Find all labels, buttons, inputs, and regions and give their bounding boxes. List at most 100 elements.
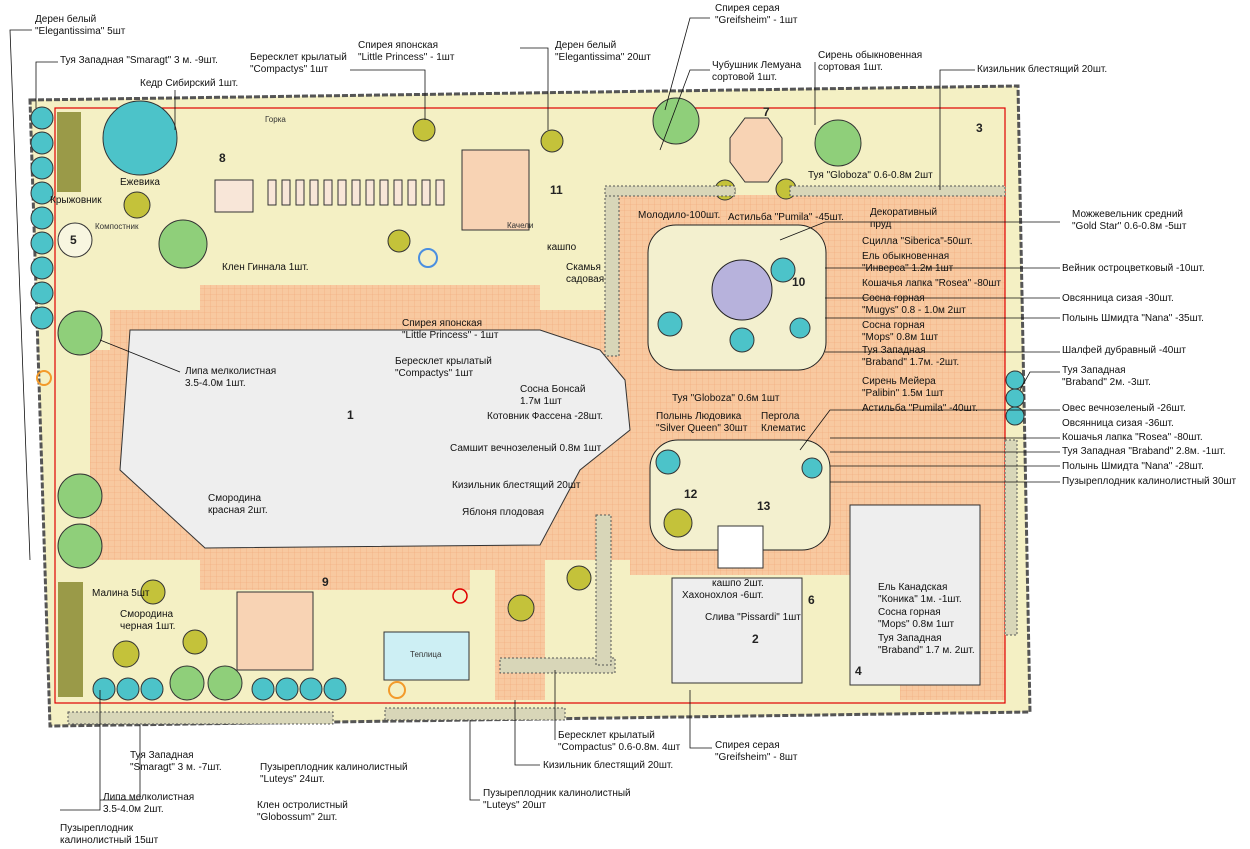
zone-5: 5 <box>70 233 77 247</box>
lawn-area <box>119 329 631 549</box>
fountain <box>418 248 438 268</box>
plant-label: Туя Западная "Braband" 1.7м. -2шт. <box>862 345 960 368</box>
plant-label: Кизильник блестящий 20шт. <box>977 64 1108 75</box>
thuja <box>30 106 54 130</box>
lilac-tree <box>652 97 700 145</box>
plant-label: Туя Западная "Braband" 1.7 м. 2шт. <box>878 633 975 656</box>
zone-8: 8 <box>219 151 226 165</box>
plant-label: Пузыреплодник калинолистный "Luteys" 24ш… <box>260 762 408 785</box>
plant-label: Малина 5шт <box>92 588 150 599</box>
light <box>452 588 468 604</box>
plant-label: Туя Западная "Smaragt" 3 м. -7шт. <box>130 750 222 773</box>
plant-label: Полынь Людовика "Silver Queen" 30шт <box>656 411 748 434</box>
plant-label: Клен Гиннала 1шт. <box>222 262 309 273</box>
gazebo <box>729 117 783 183</box>
light <box>388 681 406 699</box>
plant-label: Туя Западная "Braband" 2.8м. -1шт. <box>1062 446 1226 457</box>
zone-9: 9 <box>322 575 329 589</box>
plant-label: Шалфей дубравный -40шт <box>1062 345 1186 356</box>
swing-label: Качели <box>507 221 534 230</box>
plant-label: Дерен белый "Elegantissima" 20шт <box>555 40 651 63</box>
berry-bed <box>57 112 81 192</box>
planter-label: кашпо <box>547 242 577 253</box>
zone-4: 4 <box>855 664 862 678</box>
shrub <box>182 629 208 655</box>
zone-3: 3 <box>976 121 983 135</box>
light <box>36 370 52 386</box>
maple-tree <box>158 219 208 269</box>
linden-tree <box>57 523 103 569</box>
shrub <box>140 579 166 605</box>
area-4 <box>849 504 981 686</box>
planter-label: кашпо 2шт. <box>712 578 764 589</box>
cedar-tree <box>102 100 178 176</box>
pergola-table <box>717 525 764 569</box>
hedges <box>67 185 1018 725</box>
linden-tree <box>57 473 103 519</box>
pond-label: Декоративный пруд <box>870 207 938 230</box>
linden-tree <box>57 310 103 356</box>
lilac-tree <box>814 119 862 167</box>
plant-label: Ель обыкновенная "Инверса" 1.2м 1шт <box>862 251 954 274</box>
plant-label: Бересклет крылатый "Compactus" 0.6-0.8м.… <box>558 730 681 753</box>
shrub <box>566 565 592 591</box>
zone-1: 1 <box>347 408 354 422</box>
plant-label: Туя Западная "Braband" 2м. -3шт. <box>1062 365 1151 388</box>
stepping-stones <box>214 179 445 213</box>
zone-11: 11 <box>550 183 563 197</box>
plant-label: Липа мелколистная 3.5-4.0м 2шт. <box>103 792 195 815</box>
plant-label: Липа мелколистная 3.5-4.0м 1шт. <box>185 366 277 389</box>
plant-label: Кизильник блестящий 20шт <box>452 480 581 491</box>
zone-7: 7 <box>763 105 770 119</box>
plant-label: Овсянница сизая -36шт. <box>1062 418 1174 429</box>
plant-label: Пузыреплодник калинолистный "Luteys" 20ш… <box>483 788 631 811</box>
plant-label: Молодило-100шт. <box>638 210 721 221</box>
plant-label: Туя Западная "Smaragt" 3 м. -9шт. <box>60 55 218 66</box>
plant-label: Смородина красная 2шт. <box>208 493 268 516</box>
plant-label: Спирея серая "Greifsheim" - 8шт <box>715 740 798 763</box>
plant-label: Клен остролистный "Globossum" 2шт. <box>257 800 348 823</box>
plant-label: Чубушник Лемуана сортовой 1шт. <box>712 60 802 83</box>
plant-label: Сирень Мейера "Palibin" 1.5м 1шт <box>862 376 944 399</box>
plant-label: Котовник Фассена -28шт. <box>487 411 604 422</box>
zone-12: 12 <box>684 487 698 501</box>
plant-label: Сирень обыкновенная сортовая 1шт. <box>818 50 923 73</box>
plant-label: Сосна Бонсай 1.7м 1шт <box>520 384 586 407</box>
red-boundary <box>54 107 1006 704</box>
plant-label: Хахонохлоя -6шт. <box>682 590 764 601</box>
plant-label: Сосна горная "Mops" 0.8м 1шт <box>878 607 955 630</box>
plant-label: Астильба "Pumila" -40шт. <box>862 403 978 414</box>
plant-label: Бересклет крылатый "Compactys" 1шт <box>250 52 347 75</box>
slide-label: Горка <box>265 115 286 124</box>
compost-circle <box>57 222 93 258</box>
plant-label: Слива "Pissardi" 1шт <box>705 612 801 623</box>
zone-6: 6 <box>808 593 815 607</box>
plant-label: Пузыреплодник калинолистный 15шт <box>60 823 159 846</box>
plant-label: Смородина черная 1шт. <box>120 609 176 632</box>
shrub <box>507 594 535 622</box>
zone-2: 2 <box>752 632 759 646</box>
plant-label: Кизильник блестящий 20шт. <box>543 760 674 771</box>
trees <box>30 97 1025 701</box>
zone-13: 13 <box>757 499 771 513</box>
plant-label: Вейник остроцветковый -10шт. <box>1062 263 1205 274</box>
plant-label: Полынь Шмидта "Nana" -28шт. <box>1062 461 1204 472</box>
plant-label: Спирея японская "Little Princess" - 1шт <box>358 40 455 63</box>
plant-label: Яблоня плодовая <box>462 507 545 518</box>
plant-label: Крыжовник <box>50 195 102 206</box>
greenhouse <box>383 631 470 681</box>
plant-label: Овес вечнозеленый -26шт. <box>1062 403 1186 414</box>
shrub <box>540 129 564 153</box>
plant-label: Овсянница сизая -30шт. <box>1062 293 1174 304</box>
plant-label: Кошачья лапка "Rosea" -80шт <box>862 278 1001 289</box>
shrub <box>387 229 411 253</box>
plant-label: Астильба "Pumila" -45шт. <box>728 212 844 223</box>
greenhouse-label: Теплица <box>410 650 442 659</box>
pergola-label: Пергола Клематис <box>761 411 806 434</box>
plant-label: Туя "Globoza" 0.6м 1шт <box>672 393 780 404</box>
area-2 <box>671 577 803 684</box>
bench-label: Скамья садовая <box>566 262 605 285</box>
leader-lines <box>9 17 1060 811</box>
plant-label: Сцилла "Siberica"-50шт. <box>862 236 973 247</box>
